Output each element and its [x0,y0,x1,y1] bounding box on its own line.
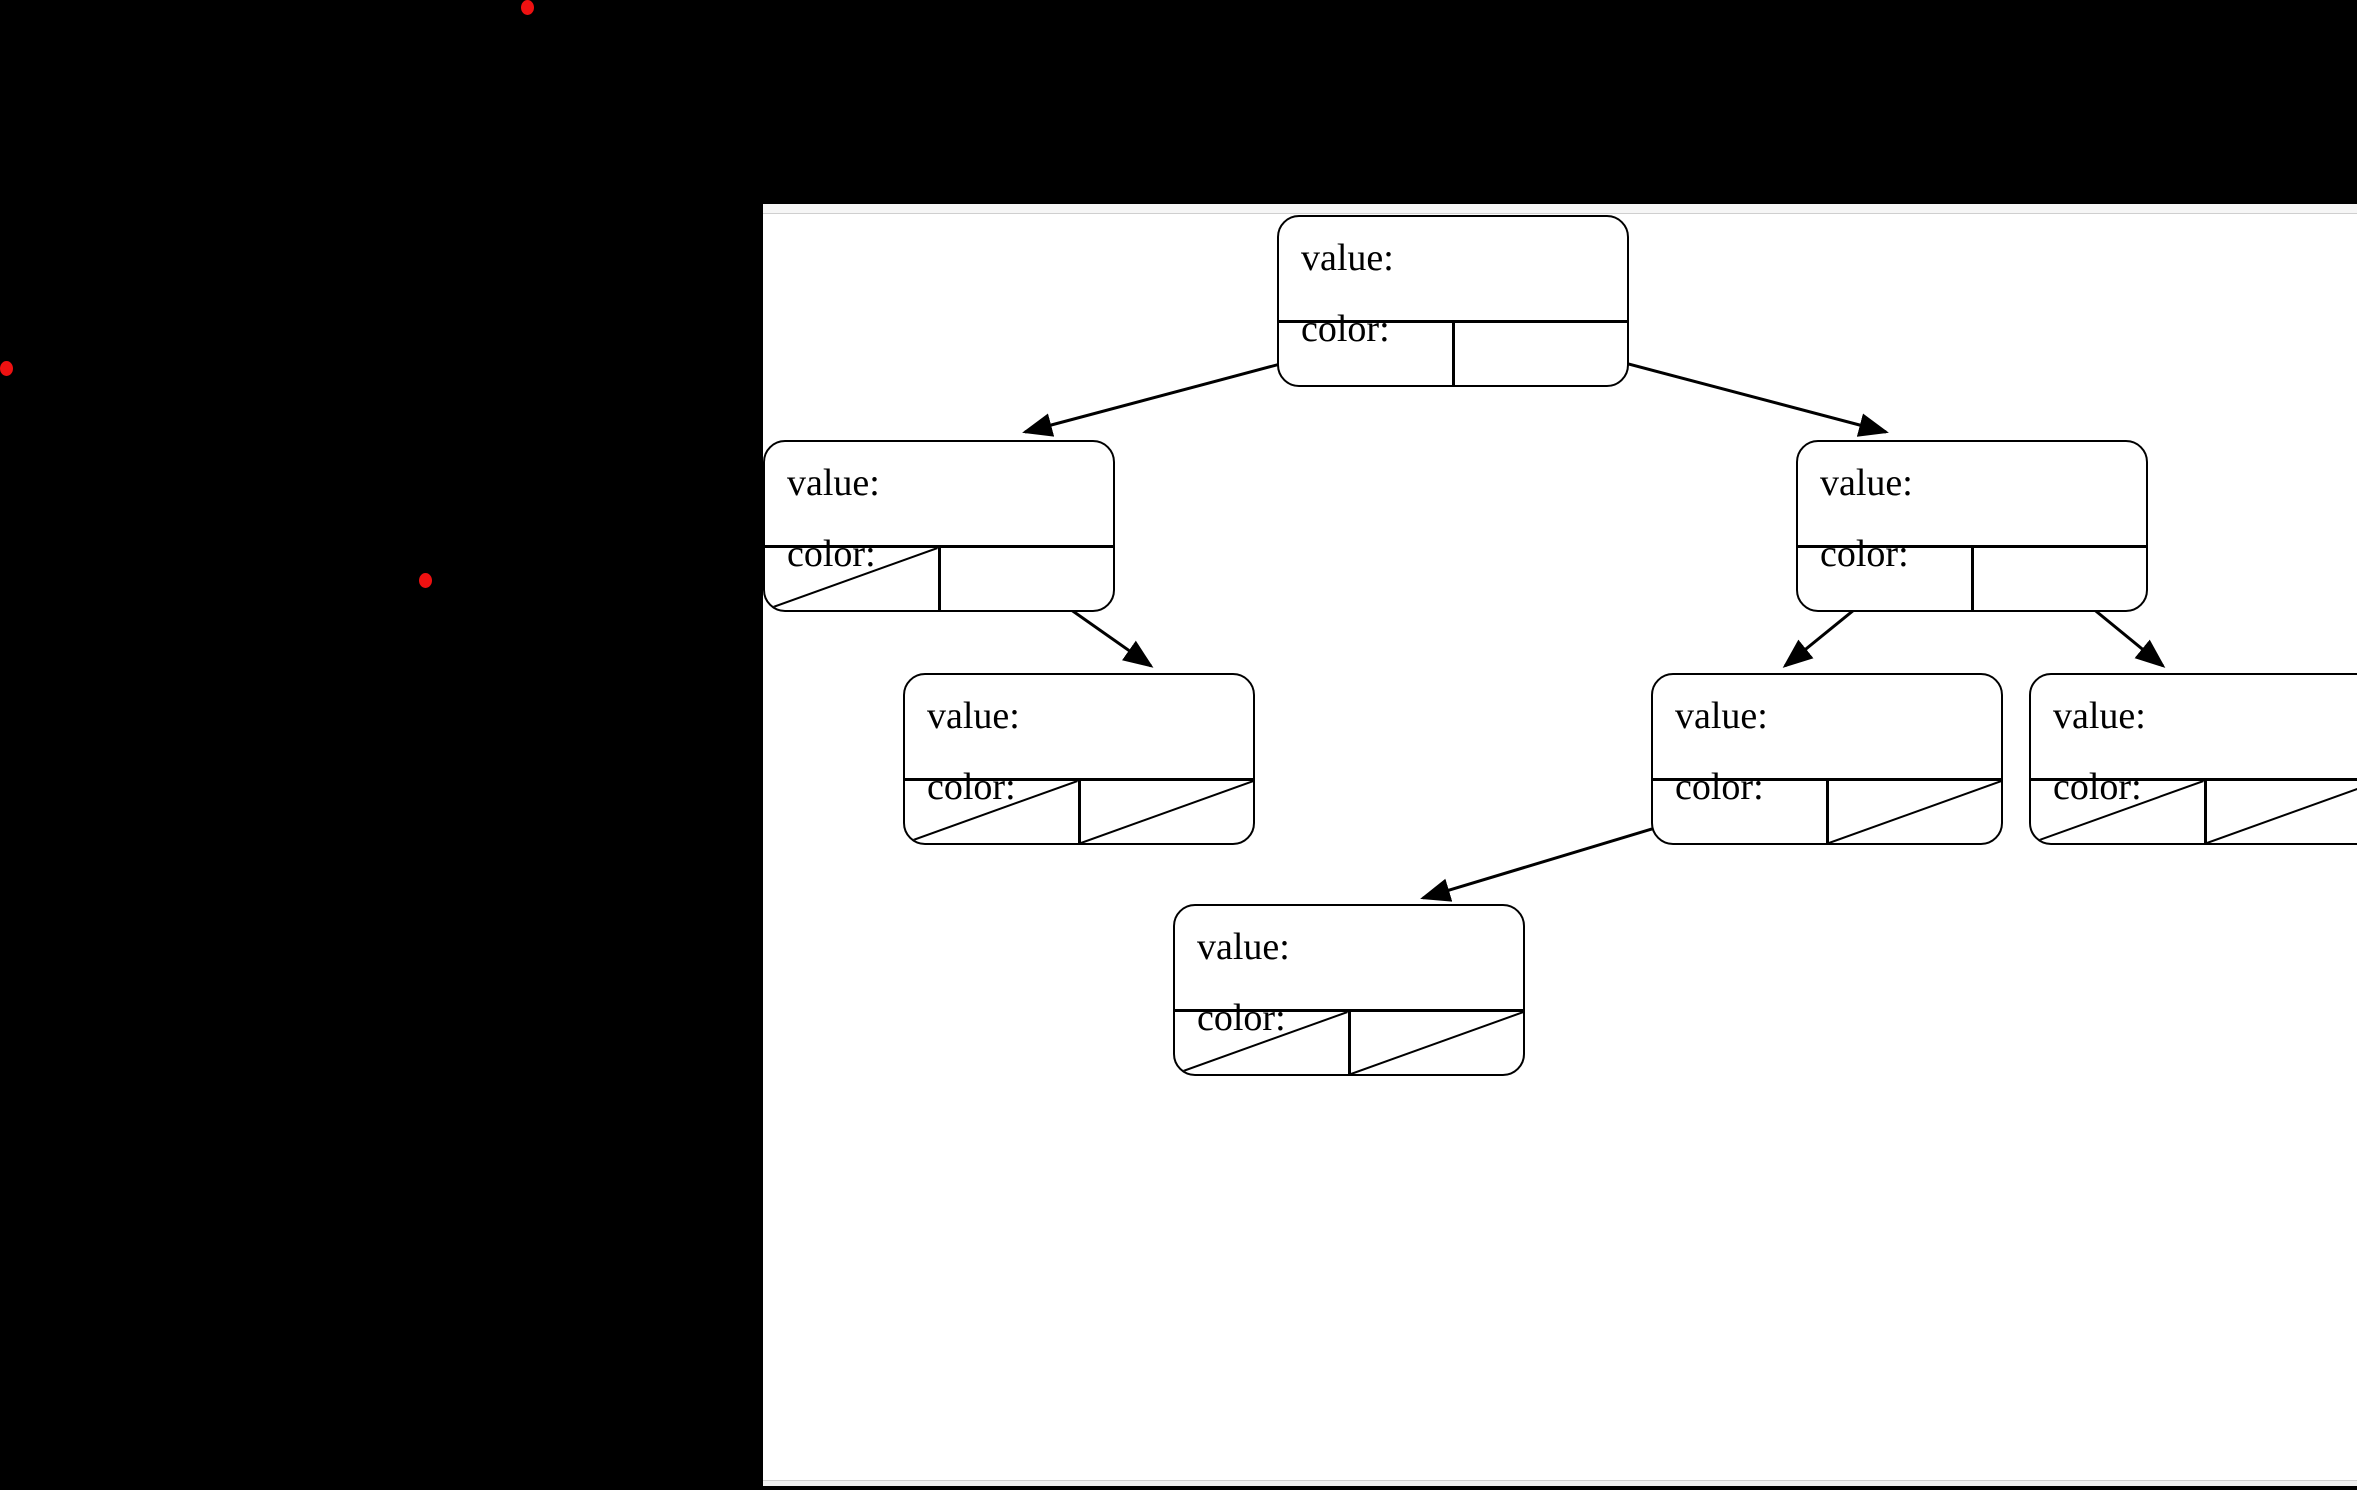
tree-node-right-left-grandchild[interactable]: value: color: [1651,673,2003,845]
node-fields: value: color: [765,442,1113,573]
null-slash-icon [905,781,1078,843]
node-color-row: color: [927,768,1253,806]
marker-dot-3 [419,573,432,588]
color-label: color: [1820,533,1909,575]
panel-bottom-strip [763,1480,2357,1486]
value-label: value: [927,695,1020,737]
pointer-row [1653,778,2001,843]
color-label: color: [927,766,1016,808]
node-value-row: value: [2053,697,2357,735]
tree-node-right-right-grandchild[interactable]: value: color: [2029,673,2357,845]
null-slash-icon [765,548,938,610]
right-pointer-cell-null[interactable] [1077,781,1254,843]
tree-node-left-child[interactable]: value: color: [763,440,1115,612]
right-pointer-cell[interactable] [1451,323,1628,385]
node-fields: value: color: [905,675,1253,806]
node-value-row: value: [787,464,1113,502]
tree-node-root[interactable]: value: color: [1277,215,1629,387]
left-pointer-cell[interactable] [1798,548,1971,610]
right-pointer-cell-null[interactable] [1347,1012,1524,1074]
pointer-row [2031,778,2357,843]
left-pointer-cell[interactable] [1279,323,1452,385]
color-label: color: [1675,766,1764,808]
right-pointer-cell[interactable] [937,548,1114,610]
tree-node-deep-leaf[interactable]: value: color: [1173,904,1525,1076]
node-fields: value: color: [1798,442,2146,573]
color-label: color: [787,533,876,575]
node-value-row: value: [927,697,1253,735]
node-fields: value: color: [1175,906,1523,1037]
pointer-row [1175,1009,1523,1074]
node-color-row: color: [1675,768,2001,806]
null-slash-icon [2031,781,2204,843]
left-pointer-cell-null[interactable] [765,548,938,610]
right-pointer-cell-null[interactable] [2203,781,2357,843]
null-slash-icon [1081,781,1254,843]
marker-dot-2 [0,361,13,376]
tree-node-left-right-grandchild[interactable]: value: color: [903,673,1255,845]
edge-layer [1002,332,2166,902]
right-pointer-cell-null[interactable] [1825,781,2002,843]
node-value-row: value: [1675,697,2001,735]
node-value-row: value: [1197,928,1523,966]
color-label: color: [1301,308,1390,350]
value-label: value: [787,462,880,504]
left-pointer-cell[interactable] [1653,781,1826,843]
node-value-row: value: [1820,464,2146,502]
marker-dot-1 [521,0,534,15]
node-fields: value: color: [1653,675,2001,806]
tree-node-right-child[interactable]: value: color: [1796,440,2148,612]
left-pointer-cell-null[interactable] [905,781,1078,843]
left-pointer-cell-null[interactable] [2031,781,2204,843]
pointer-row [1279,320,1627,385]
panel-top-strip [763,204,2357,214]
node-color-row: color: [1197,999,1523,1037]
node-fields: value: color: [1279,217,1627,348]
color-label: color: [2053,766,2142,808]
null-slash-icon [1829,781,2002,843]
right-pointer-cell[interactable] [1970,548,2147,610]
node-color-row: color: [1301,310,1627,348]
value-label: value: [1675,695,1768,737]
diagram-viewport-panel[interactable]: value: color: value: color: [763,204,2357,1486]
null-slash-icon [1351,1012,1524,1074]
node-value-row: value: [1301,239,1627,277]
value-label: value: [1301,237,1394,279]
null-slash-icon [1175,1012,1348,1074]
pointer-row [765,545,1113,610]
value-label: value: [1820,462,1913,504]
value-label: value: [2053,695,2146,737]
node-color-row: color: [1820,535,2146,573]
value-label: value: [1197,926,1290,968]
color-label: color: [1197,997,1286,1039]
null-slash-icon [2207,781,2357,843]
node-color-row: color: [2053,768,2357,806]
left-pointer-cell-null[interactable] [1175,1012,1348,1074]
node-color-row: color: [787,535,1113,573]
node-fields: value: color: [2031,675,2357,806]
pointer-row [905,778,1253,843]
pointer-row [1798,545,2146,610]
